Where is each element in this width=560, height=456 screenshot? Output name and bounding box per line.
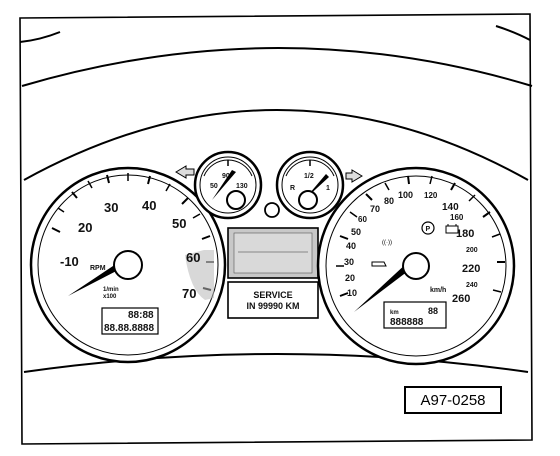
trip-reset-knob <box>264 202 280 218</box>
svg-text:P: P <box>426 226 431 233</box>
speedo-lcd-upper: 88 <box>428 306 438 316</box>
service-display <box>227 281 319 319</box>
speedo-tick-marks <box>336 175 505 297</box>
oil-pressure-icon <box>371 261 387 267</box>
speedo-label-80: 80 <box>384 196 394 206</box>
tach-unit-multiplier: x100 <box>103 294 117 300</box>
speedo-label-180: 180 <box>456 228 474 240</box>
tach-unit-label: 1/min <box>103 287 119 293</box>
tachometer: -10 20 30 40 50 60 70 RPM 1/min x100 88:… <box>29 166 227 364</box>
tach-rpm-label: RPM <box>90 265 106 272</box>
tach-label-70: 70 <box>182 286 196 301</box>
figure-reference-label: A97-0258 <box>404 386 502 414</box>
tach-needle-hub <box>113 250 143 280</box>
speedo-lcd-lower: 888888 <box>390 317 424 328</box>
speedo-unit-label: km/h <box>430 287 446 294</box>
fuel-label-full: 1 <box>326 185 330 192</box>
tach-label-60: 60 <box>186 250 200 265</box>
tach-lcd-clock: 88:88 <box>128 310 154 321</box>
redline-zone <box>185 250 214 300</box>
speedo-label-200: 200 <box>466 247 478 254</box>
fuel-needle-hub <box>298 190 318 210</box>
coolant-temp-gauge: 90 50 130 <box>193 150 263 220</box>
speedo-label-140: 140 <box>442 202 459 213</box>
speedo-label-50: 50 <box>351 227 361 237</box>
speedo-label-120: 120 <box>424 191 438 200</box>
speedo-label-160: 160 <box>450 213 464 222</box>
speedo-label-10: 10 <box>347 288 357 298</box>
fuel-gauge: 1/2 R 1 <box>275 150 345 220</box>
tach-label-minus10: -10 <box>60 254 79 269</box>
service-line-1: SERVICE <box>253 290 292 300</box>
battery-icon <box>445 225 459 234</box>
speedometer: 10 20 30 40 50 60 70 80 100 120 140 160 … <box>316 166 516 366</box>
tach-needle <box>68 260 126 296</box>
fuel-label-half: 1/2 <box>304 173 314 180</box>
temp-needle-hub <box>226 190 246 210</box>
tach-label-40: 40 <box>142 198 156 213</box>
speedo-label-40: 40 <box>346 241 356 251</box>
service-line-2: IN 99990 KM <box>246 301 299 311</box>
temp-label-90: 90 <box>222 173 230 180</box>
tach-label-20: 20 <box>78 220 92 235</box>
speedo-label-20: 20 <box>345 273 355 283</box>
speedo-label-60: 60 <box>358 215 367 224</box>
tach-lcd-odometer: 88.88.8888 <box>104 323 154 334</box>
temp-needle <box>212 170 236 200</box>
speedo-label-30: 30 <box>344 257 354 267</box>
tach-lcd-display <box>101 307 159 335</box>
speedo-label-240: 240 <box>466 282 478 289</box>
speedo-label-220: 220 <box>462 263 480 275</box>
right-turn-indicator-icon <box>345 169 363 183</box>
speedo-label-100: 100 <box>398 190 413 200</box>
tach-label-50: 50 <box>172 216 186 231</box>
center-warning-panel: SERVICE IN 99990 KM <box>227 227 319 319</box>
fuel-label-reserve: R <box>290 185 295 192</box>
abs-icon: ((·)) <box>382 240 392 246</box>
parking-brake-icon <box>421 221 435 235</box>
left-turn-indicator-icon <box>175 165 195 179</box>
speedo-lcd-display <box>383 301 447 329</box>
temp-label-50: 50 <box>210 183 218 190</box>
speedo-label-260: 260 <box>452 293 470 305</box>
frame <box>19 13 533 445</box>
speedo-needle-hub <box>402 252 430 280</box>
speedo-lcd-unit: km <box>390 310 399 316</box>
temp-label-130: 130 <box>236 183 248 190</box>
speedo-needle <box>354 262 412 312</box>
tach-label-30: 30 <box>104 200 118 215</box>
speedo-label-70: 70 <box>370 204 380 214</box>
